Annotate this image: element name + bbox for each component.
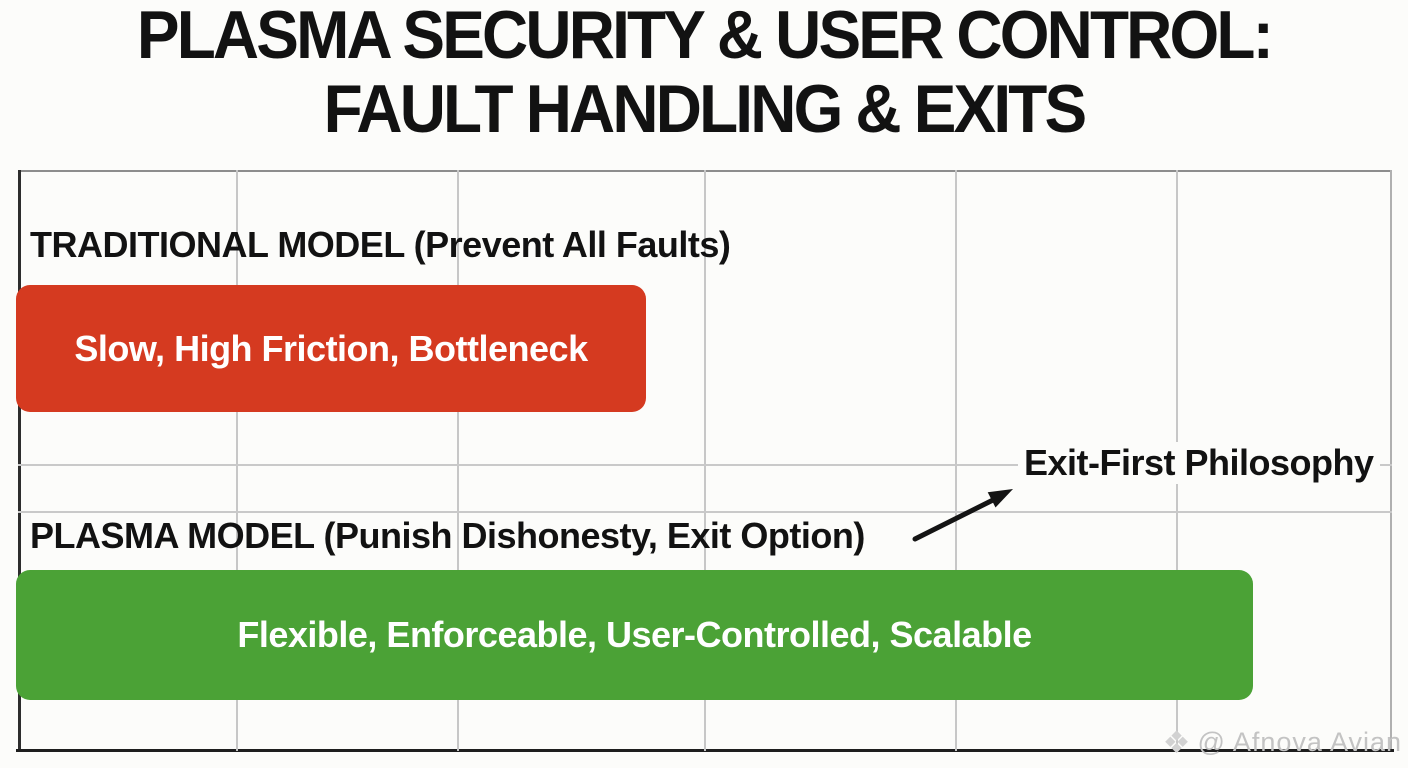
watermark-text: @ Afnova Avian	[1197, 727, 1402, 757]
plasma-model-label: PLASMA MODEL (Punish Dishonesty, Exit Op…	[30, 515, 865, 556]
traditional-model-bar: Slow, High Friction, Bottleneck	[16, 285, 646, 412]
traditional-bar-text: Slow, High Friction, Bottleneck	[74, 327, 588, 369]
gridline-horizontal	[18, 464, 1392, 466]
traditional-model-label: TRADITIONAL MODEL (Prevent All Faults)	[30, 224, 731, 265]
plasma-model-bar: Flexible, Enforceable, User-Controlled, …	[16, 570, 1253, 700]
compass-diamond-icon: ❖	[1162, 725, 1191, 760]
page-title: PLASMA SECURITY & USER CONTROL: FAULT HA…	[0, 0, 1408, 146]
exit-first-philosophy-label: Exit-First Philosophy	[1018, 442, 1380, 484]
chart-border-right	[1390, 170, 1392, 751]
gridline-horizontal	[18, 511, 1392, 513]
plasma-bar-text: Flexible, Enforceable, User-Controlled, …	[237, 614, 1032, 655]
page-title-line2: FAULT HANDLING & EXITS	[323, 71, 1087, 147]
chart-border-left	[18, 170, 21, 751]
gridline-vertical	[955, 170, 957, 751]
watermark: ❖ @ Afnova Avian	[1163, 727, 1402, 758]
arrow-icon	[912, 489, 1013, 542]
gridline-vertical	[236, 170, 238, 751]
gridline-vertical	[704, 170, 706, 751]
page-title-line1: PLASMA SECURITY & USER CONTROL:	[136, 0, 1274, 73]
gridline-vertical	[457, 170, 459, 751]
